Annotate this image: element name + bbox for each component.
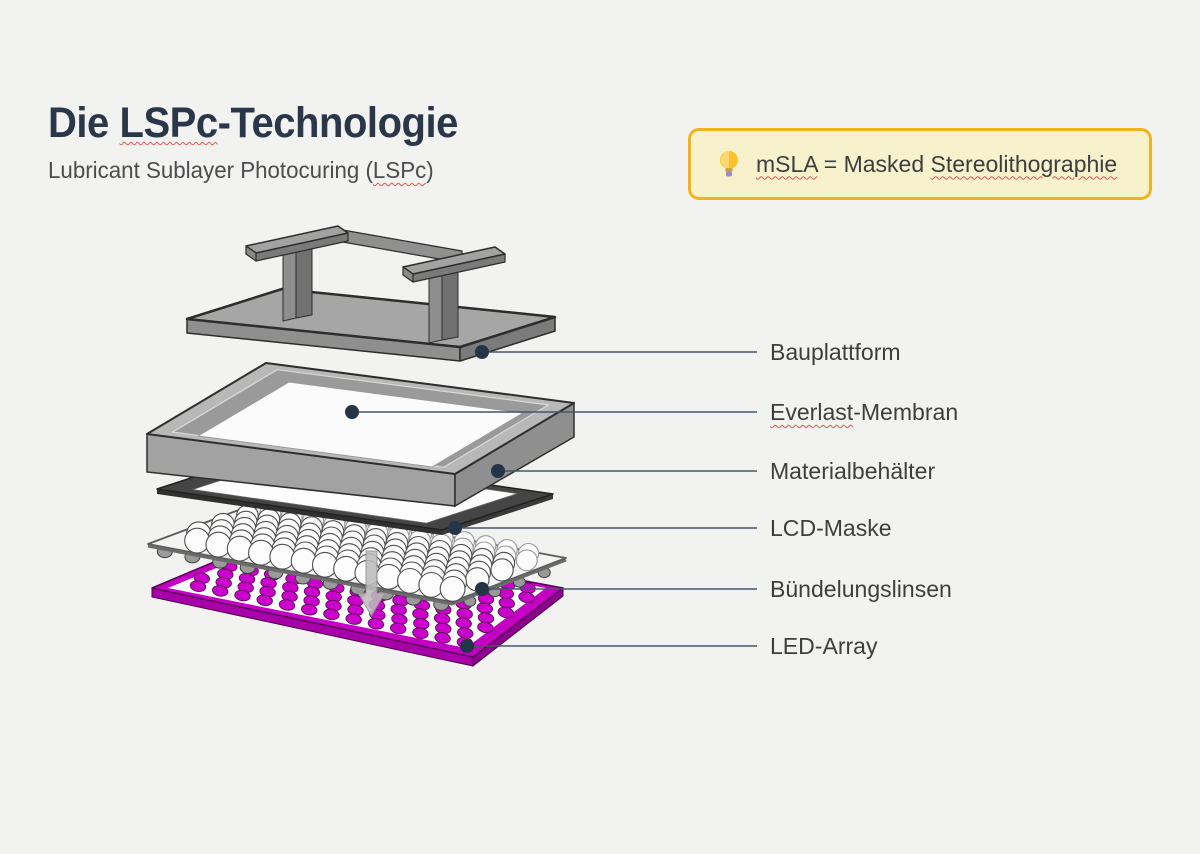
part-label-led-array: LED-Array	[770, 632, 877, 660]
build-platform-handle	[245, 225, 506, 344]
title-marked-word: LSPc	[119, 99, 218, 147]
leader-lines	[345, 345, 757, 653]
lightbulb-icon	[717, 149, 741, 179]
subtitle-text: Lubricant Sublayer Photocuring (	[48, 157, 373, 183]
leader-buendelungslinsen	[475, 582, 757, 596]
leader-everlast-membran	[345, 405, 757, 419]
resin-vat	[146, 362, 575, 508]
page-title: Die LSPc-Technologie	[48, 99, 458, 148]
part-label-bauplattform: Bauplattform	[770, 338, 901, 366]
label-text: LED-Array	[770, 633, 878, 659]
subtitle-marked-word: LSPc	[372, 157, 427, 183]
leader-materialbehaelter	[491, 464, 757, 478]
down-arrow-icon	[357, 550, 386, 617]
label-marked-word: Everlast	[770, 399, 854, 425]
leader-led-array	[460, 639, 757, 653]
part-label-buendelungslinsen: Bündelungslinsen	[770, 575, 952, 603]
info-term-msla: mSLA	[756, 150, 818, 177]
label-text: LCD-Maske	[770, 515, 892, 541]
label-text: Bauplattform	[770, 339, 901, 365]
part-label-lcd-maske: LCD-Maske	[770, 514, 892, 542]
label-text: -Membran	[853, 399, 959, 425]
title-text-rest: -Technologie	[217, 99, 459, 147]
part-label-materialbehaelter: Materialbehälter	[770, 457, 935, 485]
page-subtitle: Lubricant Sublayer Photocuring (LSPc)	[48, 157, 434, 184]
info-callout: mSLA = Masked Stereolithographie	[688, 128, 1152, 200]
part-label-everlast-membran: Everlast-Membran	[770, 398, 958, 426]
info-term-stereo: Stereolithographie	[930, 150, 1118, 177]
info-separator: = Masked	[817, 150, 931, 177]
label-text: Materialbehälter	[770, 458, 936, 484]
title-text: Die	[48, 99, 120, 147]
lens-circle-grid	[184, 495, 540, 602]
subtitle-text-rest: )	[426, 157, 434, 183]
leader-bauplattform	[475, 345, 757, 359]
lens-array	[147, 495, 567, 606]
leader-lcd-maske	[448, 521, 757, 535]
info-text: mSLA = Masked Stereolithographie	[756, 151, 1117, 178]
label-text: Bündelungslinsen	[770, 576, 952, 602]
everlast-membrane	[196, 381, 525, 468]
build-platform	[185, 225, 557, 362]
